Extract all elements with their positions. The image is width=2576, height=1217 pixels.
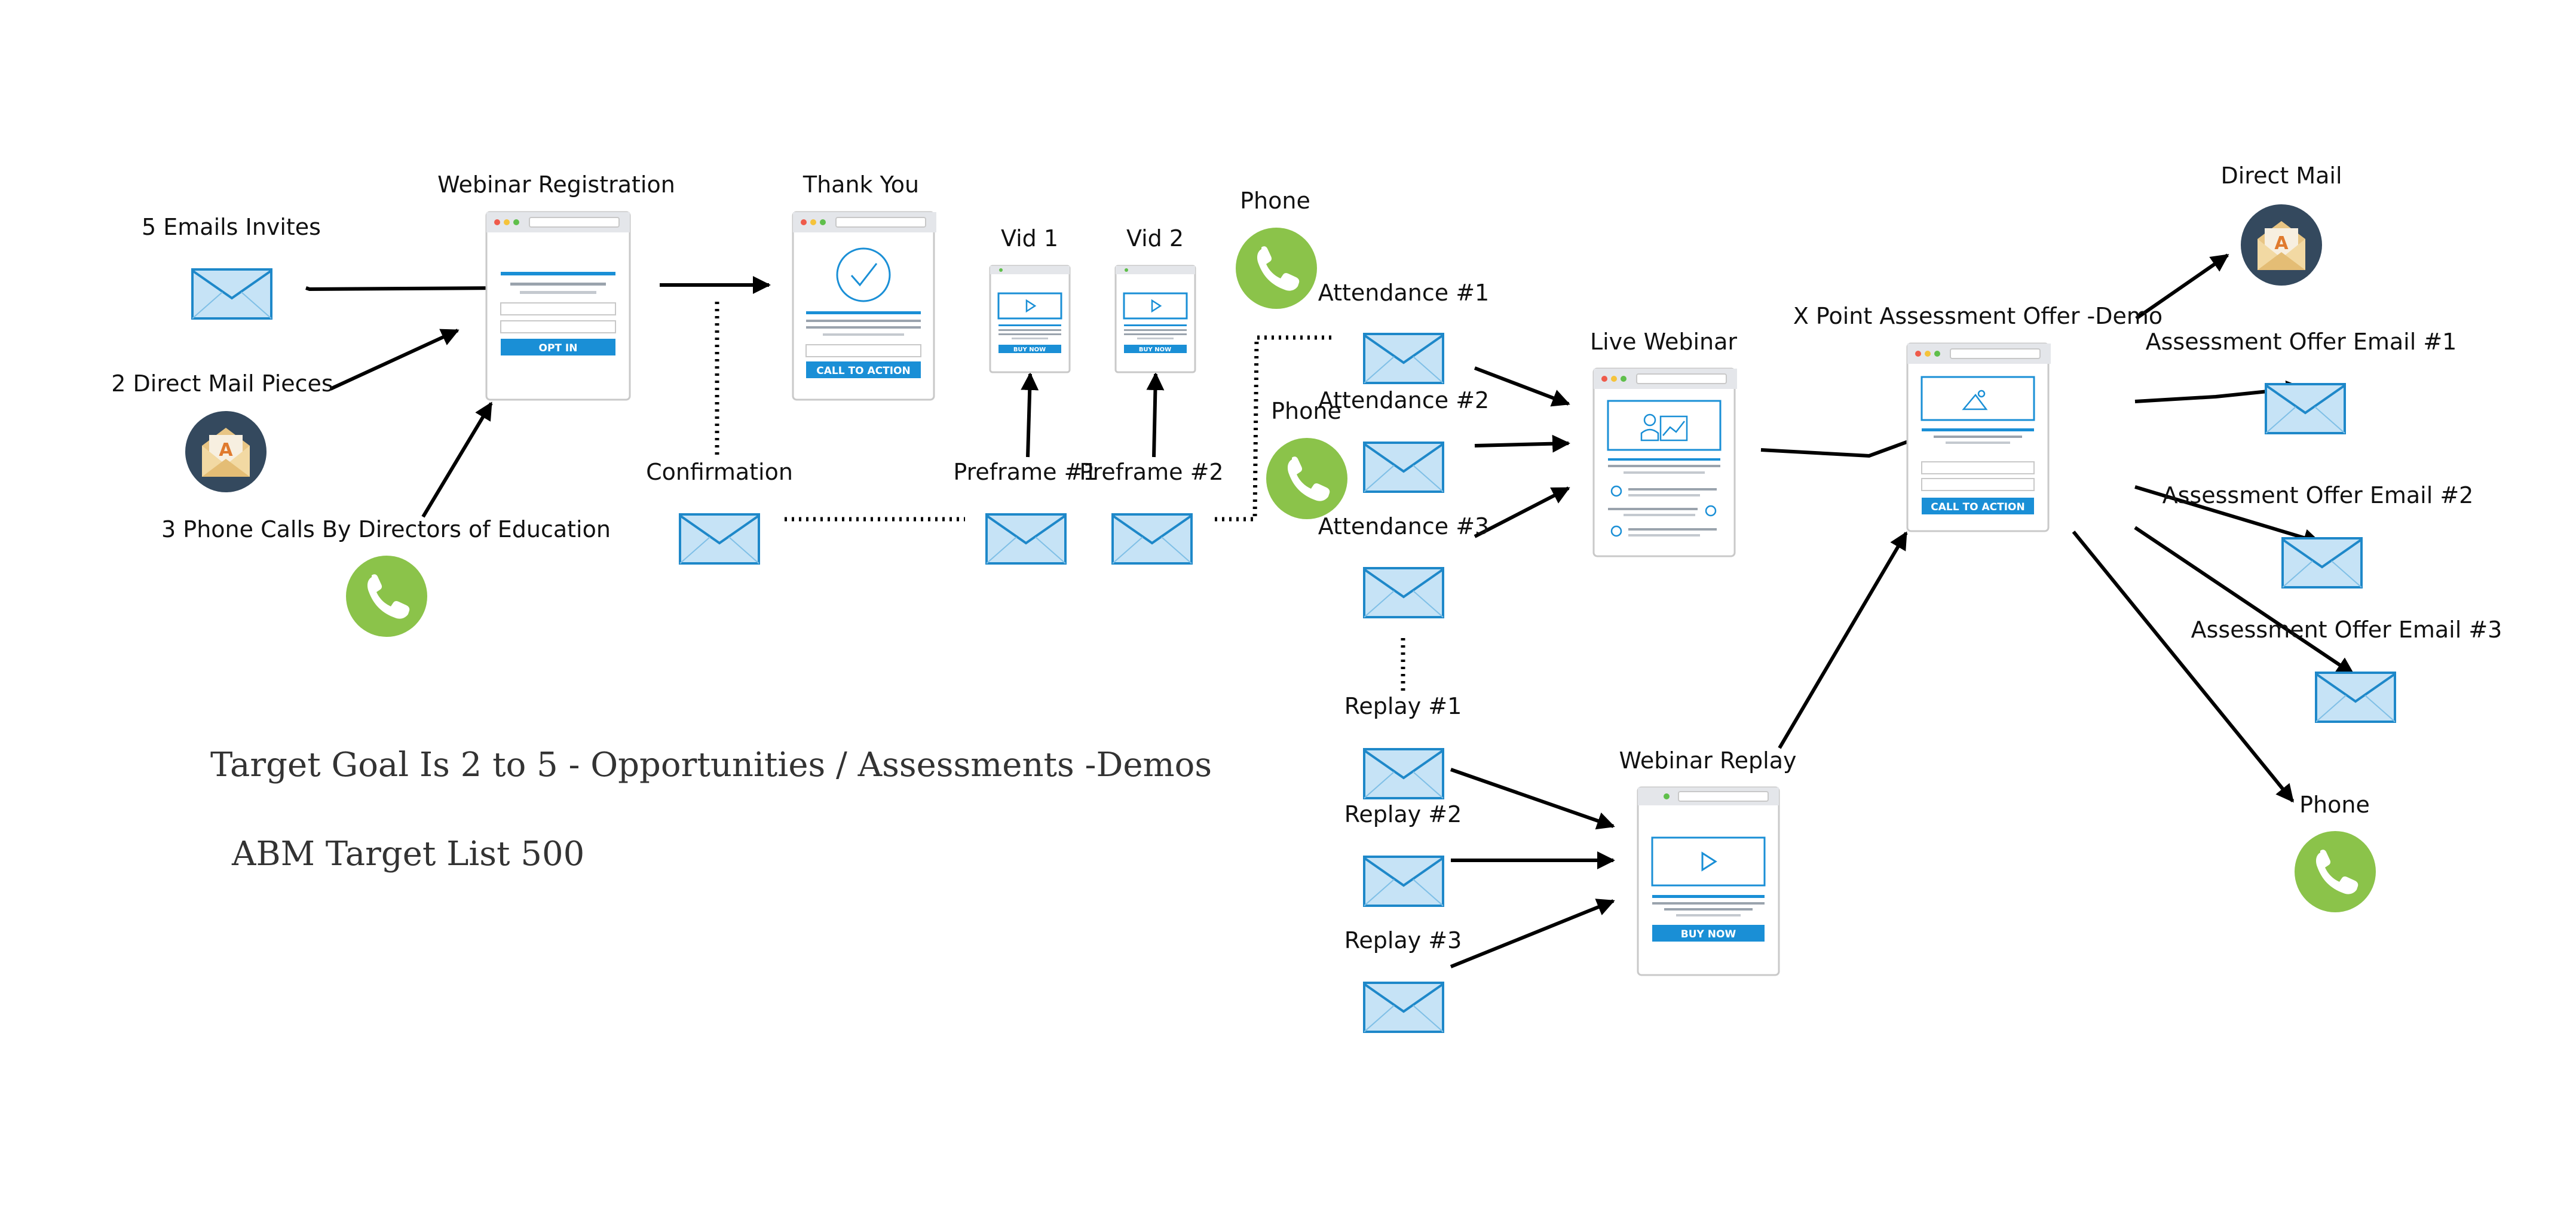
email-invites-label: 5 Emails Invites (142, 214, 321, 240)
assessment-offer-page: CALL TO ACTION (1906, 342, 2051, 532)
buy-now-text: BUY NOW (1681, 928, 1736, 940)
envelope-icon (2265, 383, 2346, 434)
replay2-label: Replay #2 (1344, 801, 1462, 827)
target-goal-note: Target Goal Is 2 to 5 - Opportunities / … (210, 746, 1212, 784)
call-to-action-button (806, 361, 921, 378)
replay3-label: Replay #3 (1344, 927, 1462, 954)
preframe2-label: Preframe #2 (1079, 459, 1223, 485)
envelope-icon (1363, 856, 1444, 907)
phone-icon (1236, 228, 1317, 309)
mail-letter-mark: A (2274, 233, 2289, 254)
confirmation-label: Confirmation (646, 459, 793, 485)
envelope-icon (1363, 442, 1444, 493)
checkmark-icon (836, 247, 891, 302)
cta-text: CALL TO ACTION (816, 365, 910, 377)
opt-in-text: OPT IN (539, 342, 578, 354)
phone-right-label: Phone (2299, 792, 2370, 818)
cta-text: CALL TO ACTION (1931, 501, 2024, 513)
vid2-label: Vid 2 (1126, 225, 1184, 252)
preframe1-label: Preframe #1 (953, 459, 1097, 485)
envelope-icon (1363, 982, 1444, 1033)
call-to-action-button (1922, 498, 2034, 514)
buy-now-button (1652, 925, 1765, 942)
x-point-offer-label: X Point Assessment Offer -Demo (1793, 303, 2163, 329)
direct-mail-pieces-label: 2 Direct Mail Pieces (111, 370, 333, 397)
abm-target-note: ABM Target List 500 (231, 835, 584, 873)
envelope-icon (679, 513, 760, 565)
phone-icon (346, 556, 427, 637)
phone-icon (1266, 438, 1347, 519)
envelope-icon (1363, 567, 1444, 618)
vid1-page: BUY NOW (989, 265, 1071, 373)
attendance2-label: Attendance #2 (1318, 387, 1489, 413)
thank-you-label: Thank You (802, 171, 919, 198)
webinar-replay-label: Webinar Replay (1619, 747, 1796, 774)
phone-calls-label: 3 Phone Calls By Directors of Education (161, 516, 611, 542)
phone-top-label: Phone (1240, 188, 1310, 214)
webinar-registration-label: Webinar Registration (437, 171, 675, 198)
mail-letter-mark: A (219, 440, 233, 461)
attendance3-label: Attendance #3 (1318, 513, 1489, 539)
vid1-label: Vid 1 (1001, 225, 1058, 252)
live-webinar-page (1592, 367, 1738, 557)
envelope-icon (1111, 513, 1193, 565)
offer-email3-label: Assessment Offer Email #3 (2191, 617, 2503, 643)
offer-email1-label: Assessment Offer Email #1 (2146, 329, 2457, 355)
phone-mid-label: Phone (1271, 398, 1341, 424)
offer-email2-label: Assessment Offer Email #2 (2163, 482, 2474, 508)
thank-you-page: CALL TO ACTION (792, 211, 937, 401)
webinar-registration-page: OPT IN (485, 211, 631, 401)
live-webinar-label: Live Webinar (1590, 329, 1737, 355)
direct-mail-label: Direct Mail (2220, 163, 2342, 189)
envelope-icon (1363, 748, 1444, 799)
envelope-icon (2315, 672, 2396, 723)
phone-icon (2295, 831, 2376, 912)
envelope-icon (985, 513, 1067, 565)
buy-now-text: BUY NOW (1013, 347, 1046, 353)
vid2-page: BUY NOW (1114, 265, 1196, 373)
webinar-replay-page: BUY NOW (1637, 786, 1780, 976)
attendance1-label: Attendance #1 (1318, 280, 1489, 306)
opt-in-button (501, 339, 615, 355)
envelope-icon (1363, 333, 1444, 384)
envelope-icon (191, 268, 272, 320)
buy-now-text: BUY NOW (1139, 347, 1171, 353)
envelope-icon (2281, 537, 2363, 588)
replay1-label: Replay #1 (1344, 693, 1462, 719)
